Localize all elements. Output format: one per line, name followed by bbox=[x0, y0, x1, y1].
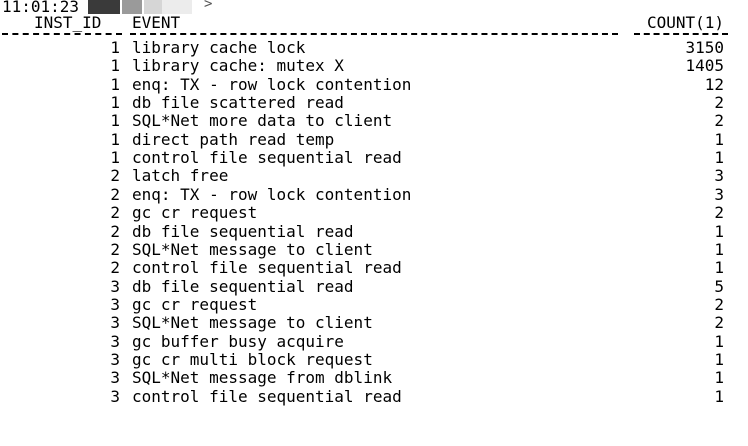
event-cell: gc cr request bbox=[132, 203, 258, 223]
count-cell: 2 bbox=[714, 313, 724, 333]
table-row: 1 db file scattered read 2 bbox=[0, 94, 748, 112]
redacted-block bbox=[162, 0, 192, 14]
table-row: 1 control file sequential read 1 bbox=[0, 149, 748, 167]
inst-id-cell: 2 bbox=[110, 166, 120, 186]
table-row: 2 control file sequential read 1 bbox=[0, 259, 748, 277]
count-cell: 3 bbox=[714, 166, 724, 186]
table-row: 3 gc buffer busy acquire 1 bbox=[0, 331, 748, 351]
header-divider bbox=[130, 33, 618, 36]
inst-id-cell: 2 bbox=[110, 203, 120, 223]
column-header-inst-id: INST_ID bbox=[34, 13, 102, 32]
inst-id-cell: 3 bbox=[110, 276, 120, 296]
redacted-block bbox=[88, 0, 120, 14]
table-row: 1 library cache: mutex X 1405 bbox=[0, 57, 748, 75]
event-cell: latch free bbox=[132, 166, 229, 186]
count-cell: 2 bbox=[714, 294, 724, 314]
count-cell: 3 bbox=[714, 184, 724, 204]
table-row: 3 gc cr request 2 bbox=[0, 294, 748, 314]
count-cell: 1 bbox=[714, 239, 724, 259]
event-cell: db file sequential read bbox=[132, 221, 354, 241]
table-row: 2 latch free 3 bbox=[0, 167, 748, 185]
table-row: 3 db file sequential read 5 bbox=[0, 276, 748, 296]
count-cell: 1 bbox=[714, 368, 724, 388]
inst-id-cell: 3 bbox=[110, 294, 120, 314]
column-header-event: EVENT bbox=[132, 13, 181, 32]
event-cell: SQL*Net message from dblink bbox=[132, 368, 393, 388]
table-row: 3 control file sequential read 1 bbox=[0, 386, 748, 406]
count-cell: 2 bbox=[714, 111, 724, 131]
event-cell: direct path read temp bbox=[132, 129, 335, 149]
inst-id-cell: 1 bbox=[110, 56, 120, 76]
table-row: 3 SQL*Net message from dblink 1 bbox=[0, 369, 748, 387]
inst-id-cell: 1 bbox=[110, 111, 120, 131]
count-cell: 1 bbox=[714, 221, 724, 241]
inst-id-cell: 2 bbox=[110, 184, 120, 204]
inst-id-cell: 1 bbox=[110, 93, 120, 113]
count-cell: 1 bbox=[714, 386, 724, 406]
event-cell: enq: TX - row lock contention bbox=[132, 184, 412, 204]
event-cell: library cache: mutex X bbox=[132, 56, 344, 76]
inst-id-cell: 1 bbox=[110, 148, 120, 168]
event-cell: SQL*Net more data to client bbox=[132, 111, 393, 131]
inst-id-cell: 1 bbox=[110, 129, 120, 149]
count-cell: 1 bbox=[714, 129, 724, 149]
event-cell: gc cr request bbox=[132, 294, 258, 314]
event-cell: gc cr multi block request bbox=[132, 349, 373, 369]
table-row: 1 SQL*Net more data to client 2 bbox=[0, 112, 748, 130]
event-cell: library cache lock bbox=[132, 38, 306, 57]
redacted-block bbox=[144, 0, 162, 14]
event-cell: control file sequential read bbox=[132, 258, 402, 278]
count-cell: 3150 bbox=[685, 38, 724, 57]
redacted-block bbox=[122, 0, 142, 14]
header-divider bbox=[634, 33, 728, 36]
event-cell: db file scattered read bbox=[132, 93, 344, 113]
count-cell: 2 bbox=[714, 203, 724, 223]
count-cell: 1 bbox=[714, 331, 724, 351]
count-cell: 1 bbox=[714, 148, 724, 168]
table-row: 2 SQL*Net message to client 1 bbox=[0, 239, 748, 259]
inst-id-cell: 2 bbox=[110, 221, 120, 241]
inst-id-cell: 1 bbox=[110, 74, 120, 94]
count-cell: 1405 bbox=[685, 56, 724, 76]
inst-id-cell: 3 bbox=[110, 368, 120, 388]
count-cell: 5 bbox=[714, 276, 724, 296]
inst-id-cell: 3 bbox=[110, 331, 120, 351]
event-cell: enq: TX - row lock contention bbox=[132, 74, 412, 94]
count-cell: 12 bbox=[704, 74, 724, 94]
count-cell: 1 bbox=[714, 349, 724, 369]
column-header-count: COUNT(1) bbox=[646, 13, 724, 32]
table-row: 1 enq: TX - row lock contention 12 bbox=[0, 74, 748, 94]
event-cell: SQL*Net message to client bbox=[132, 313, 373, 333]
chevron-right-icon: > bbox=[204, 0, 213, 12]
table-row: 3 SQL*Net message to client 2 bbox=[0, 314, 748, 332]
table-row: 2 enq: TX - row lock contention 3 bbox=[0, 184, 748, 204]
count-cell: 2 bbox=[714, 93, 724, 113]
table-row: 1 direct path read temp 1 bbox=[0, 129, 748, 149]
inst-id-cell: 2 bbox=[110, 239, 120, 259]
event-cell: control file sequential read bbox=[132, 386, 402, 406]
event-cell: gc buffer busy acquire bbox=[132, 331, 344, 351]
inst-id-cell: 2 bbox=[110, 258, 120, 278]
count-cell: 1 bbox=[714, 258, 724, 278]
table-row: 2 db file sequential read 1 bbox=[0, 221, 748, 241]
inst-id-cell: 3 bbox=[110, 313, 120, 333]
timestamp: 11:01:23 bbox=[2, 0, 80, 16]
table-row: 2 gc cr request 2 bbox=[0, 204, 748, 222]
table-row: 3 gc cr multi block request 1 bbox=[0, 349, 748, 369]
event-cell: db file sequential read bbox=[132, 276, 354, 296]
inst-id-cell: 1 bbox=[110, 38, 120, 57]
inst-id-cell: 3 bbox=[110, 349, 120, 369]
header-divider bbox=[2, 33, 122, 36]
table-row: 1 library cache lock 3150 bbox=[0, 39, 748, 57]
inst-id-cell: 3 bbox=[110, 386, 120, 406]
event-cell: SQL*Net message to client bbox=[132, 239, 373, 259]
event-cell: control file sequential read bbox=[132, 148, 402, 168]
